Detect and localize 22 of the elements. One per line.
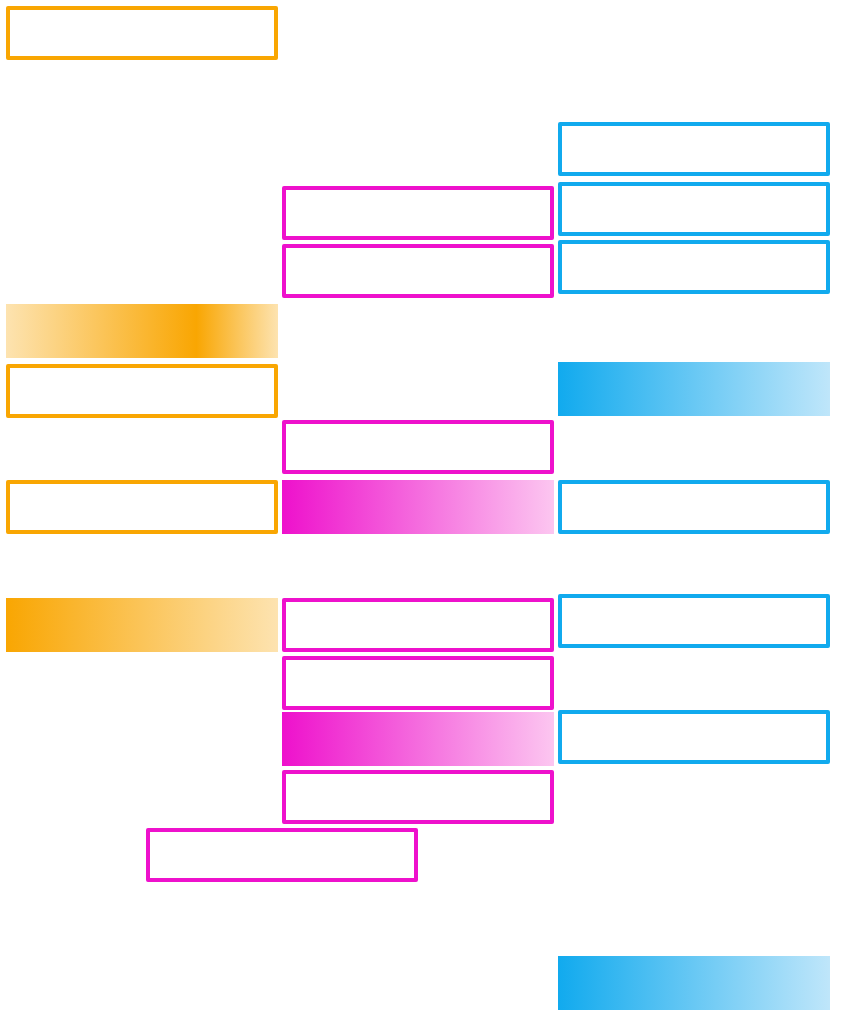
empty-box bbox=[282, 770, 554, 824]
empty-box bbox=[558, 240, 830, 294]
empty-box bbox=[282, 598, 554, 652]
empty-box bbox=[558, 182, 830, 236]
empty-box bbox=[282, 420, 554, 474]
empty-box bbox=[282, 244, 554, 298]
empty-box bbox=[558, 122, 830, 176]
empty-box bbox=[6, 364, 278, 418]
gradient-bar bbox=[558, 362, 830, 416]
empty-box bbox=[558, 710, 830, 764]
gradient-bar bbox=[282, 480, 554, 534]
gradient-bar bbox=[558, 956, 830, 1010]
gradient-bar bbox=[6, 598, 278, 652]
gradient-bar bbox=[6, 304, 278, 358]
empty-box bbox=[146, 828, 418, 882]
empty-box bbox=[282, 656, 554, 710]
empty-box bbox=[282, 186, 554, 240]
empty-box bbox=[6, 6, 278, 60]
empty-box bbox=[558, 480, 830, 534]
empty-box bbox=[6, 480, 278, 534]
empty-box bbox=[558, 594, 830, 648]
gradient-bar bbox=[282, 712, 554, 766]
